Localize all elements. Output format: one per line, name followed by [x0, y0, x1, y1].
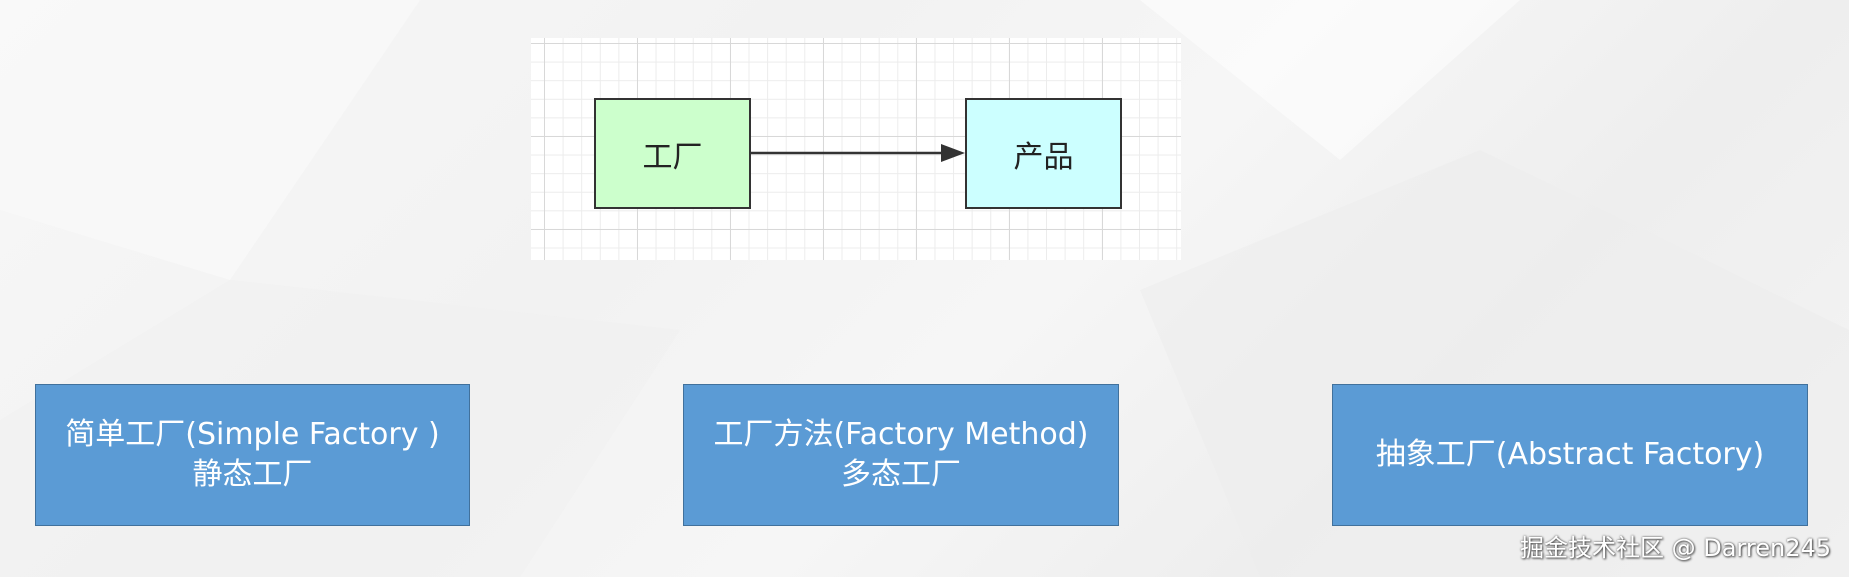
simple-factory-title: 简单工厂(Simple Factory )	[65, 417, 440, 452]
simple-factory-box: 简单工厂(Simple Factory ) 静态工厂	[35, 384, 470, 526]
product-node-label: 产品	[1013, 139, 1074, 175]
simple-factory-subtitle: 静态工厂	[192, 457, 313, 492]
factory-method-box: 工厂方法(Factory Method) 多态工厂	[683, 384, 1119, 526]
abstract-factory-box: 抽象工厂(Abstract Factory)	[1332, 384, 1808, 526]
factory-method-subtitle: 多态工厂	[841, 457, 961, 492]
product-node: 产品	[965, 98, 1122, 209]
factory-to-product-arrow	[751, 144, 965, 162]
factory-node-label: 工厂	[642, 139, 703, 175]
watermark: 掘金技术社区 @ Darren245	[1519, 534, 1831, 562]
factory-method-title: 工厂方法(Factory Method)	[713, 417, 1089, 452]
abstract-factory-title: 抽象工厂(Abstract Factory)	[1375, 437, 1765, 472]
factory-node: 工厂	[594, 98, 751, 209]
